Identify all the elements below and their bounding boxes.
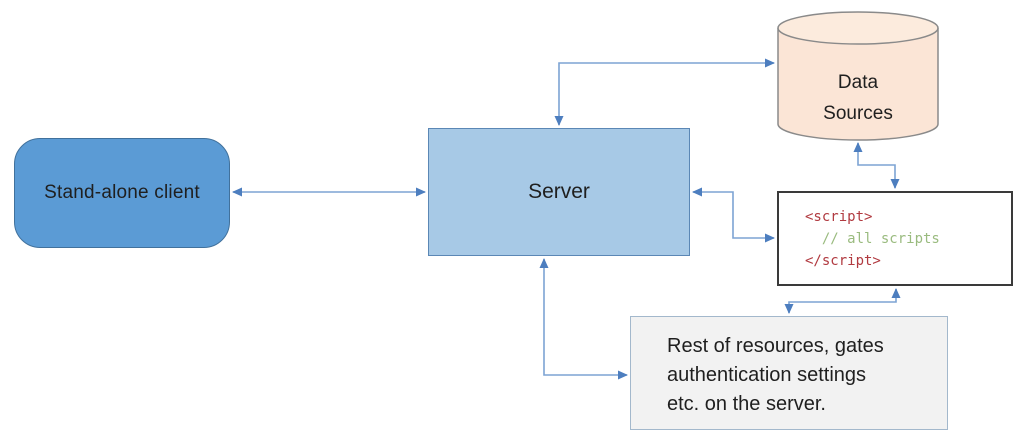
server-label: Server	[528, 180, 590, 203]
node-script-block: <script> // all scripts </script>	[777, 191, 1013, 286]
data-sources-label-line2: Sources	[823, 103, 893, 124]
code-close-tag: </script>	[805, 253, 881, 269]
code-comment: // all scripts	[805, 231, 940, 247]
resources-line2: authentication settings	[667, 364, 867, 386]
connector-server-datasources	[554, 58, 775, 126]
node-stand-alone-client: Stand-alone client	[14, 138, 230, 248]
connector-datasources-script	[853, 142, 900, 189]
node-data-sources-label: Data Sources	[788, 66, 928, 130]
node-server: Server	[428, 128, 690, 256]
resources-line3: etc. on the server.	[667, 393, 826, 415]
connector-script-resources	[784, 288, 901, 314]
data-sources-cylinder	[777, 11, 939, 141]
connector-server-script	[692, 187, 775, 243]
node-resources: Rest of resources, gates authentication …	[630, 316, 948, 430]
resources-line1: Rest of resources, gates	[667, 335, 884, 357]
client-label: Stand-alone client	[44, 182, 200, 203]
code-open-tag: <script>	[805, 209, 873, 225]
data-sources-label-line1: Data	[837, 72, 879, 93]
connector-server-resources	[539, 258, 628, 380]
